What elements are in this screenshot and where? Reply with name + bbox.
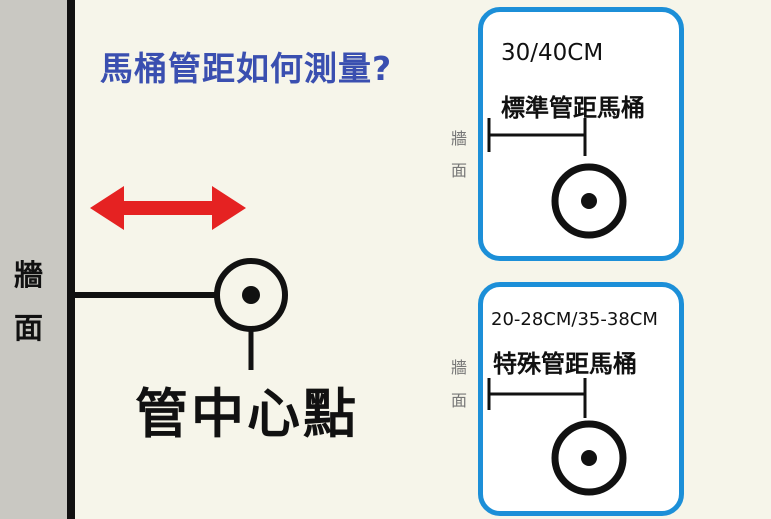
wall-strip [0, 0, 67, 519]
special-size: 20-28CM/35-38CM [491, 309, 658, 330]
card2-pipe-icon [551, 420, 627, 496]
wall-label-char-2: 面 [14, 311, 44, 345]
card1-pipe-icon [551, 163, 627, 239]
card1-wall-char-1: 牆 [451, 129, 468, 148]
card2-measure [487, 378, 627, 496]
double-arrow-icon [90, 186, 246, 230]
standard-type: 標準管距馬桶 [501, 94, 645, 122]
card2-wall-char-2: 面 [451, 391, 468, 410]
pipe-center-label: 管中心點 [135, 384, 359, 445]
standard-size: 30/40CM [501, 40, 604, 66]
card2-wall-char-1: 牆 [451, 358, 468, 377]
diagram-title: 馬桶管距如何測量? [100, 49, 393, 88]
pipe-center-dot [242, 286, 260, 304]
wall-label-char-1: 牆 [14, 258, 44, 292]
card1-wall-char-2: 面 [451, 161, 468, 180]
wall-line [67, 0, 75, 519]
special-type: 特殊管距馬桶 [493, 350, 637, 378]
special-card: 20-28CM/35-38CM 特殊管距馬桶 [478, 282, 684, 516]
card1-measure [487, 118, 627, 239]
